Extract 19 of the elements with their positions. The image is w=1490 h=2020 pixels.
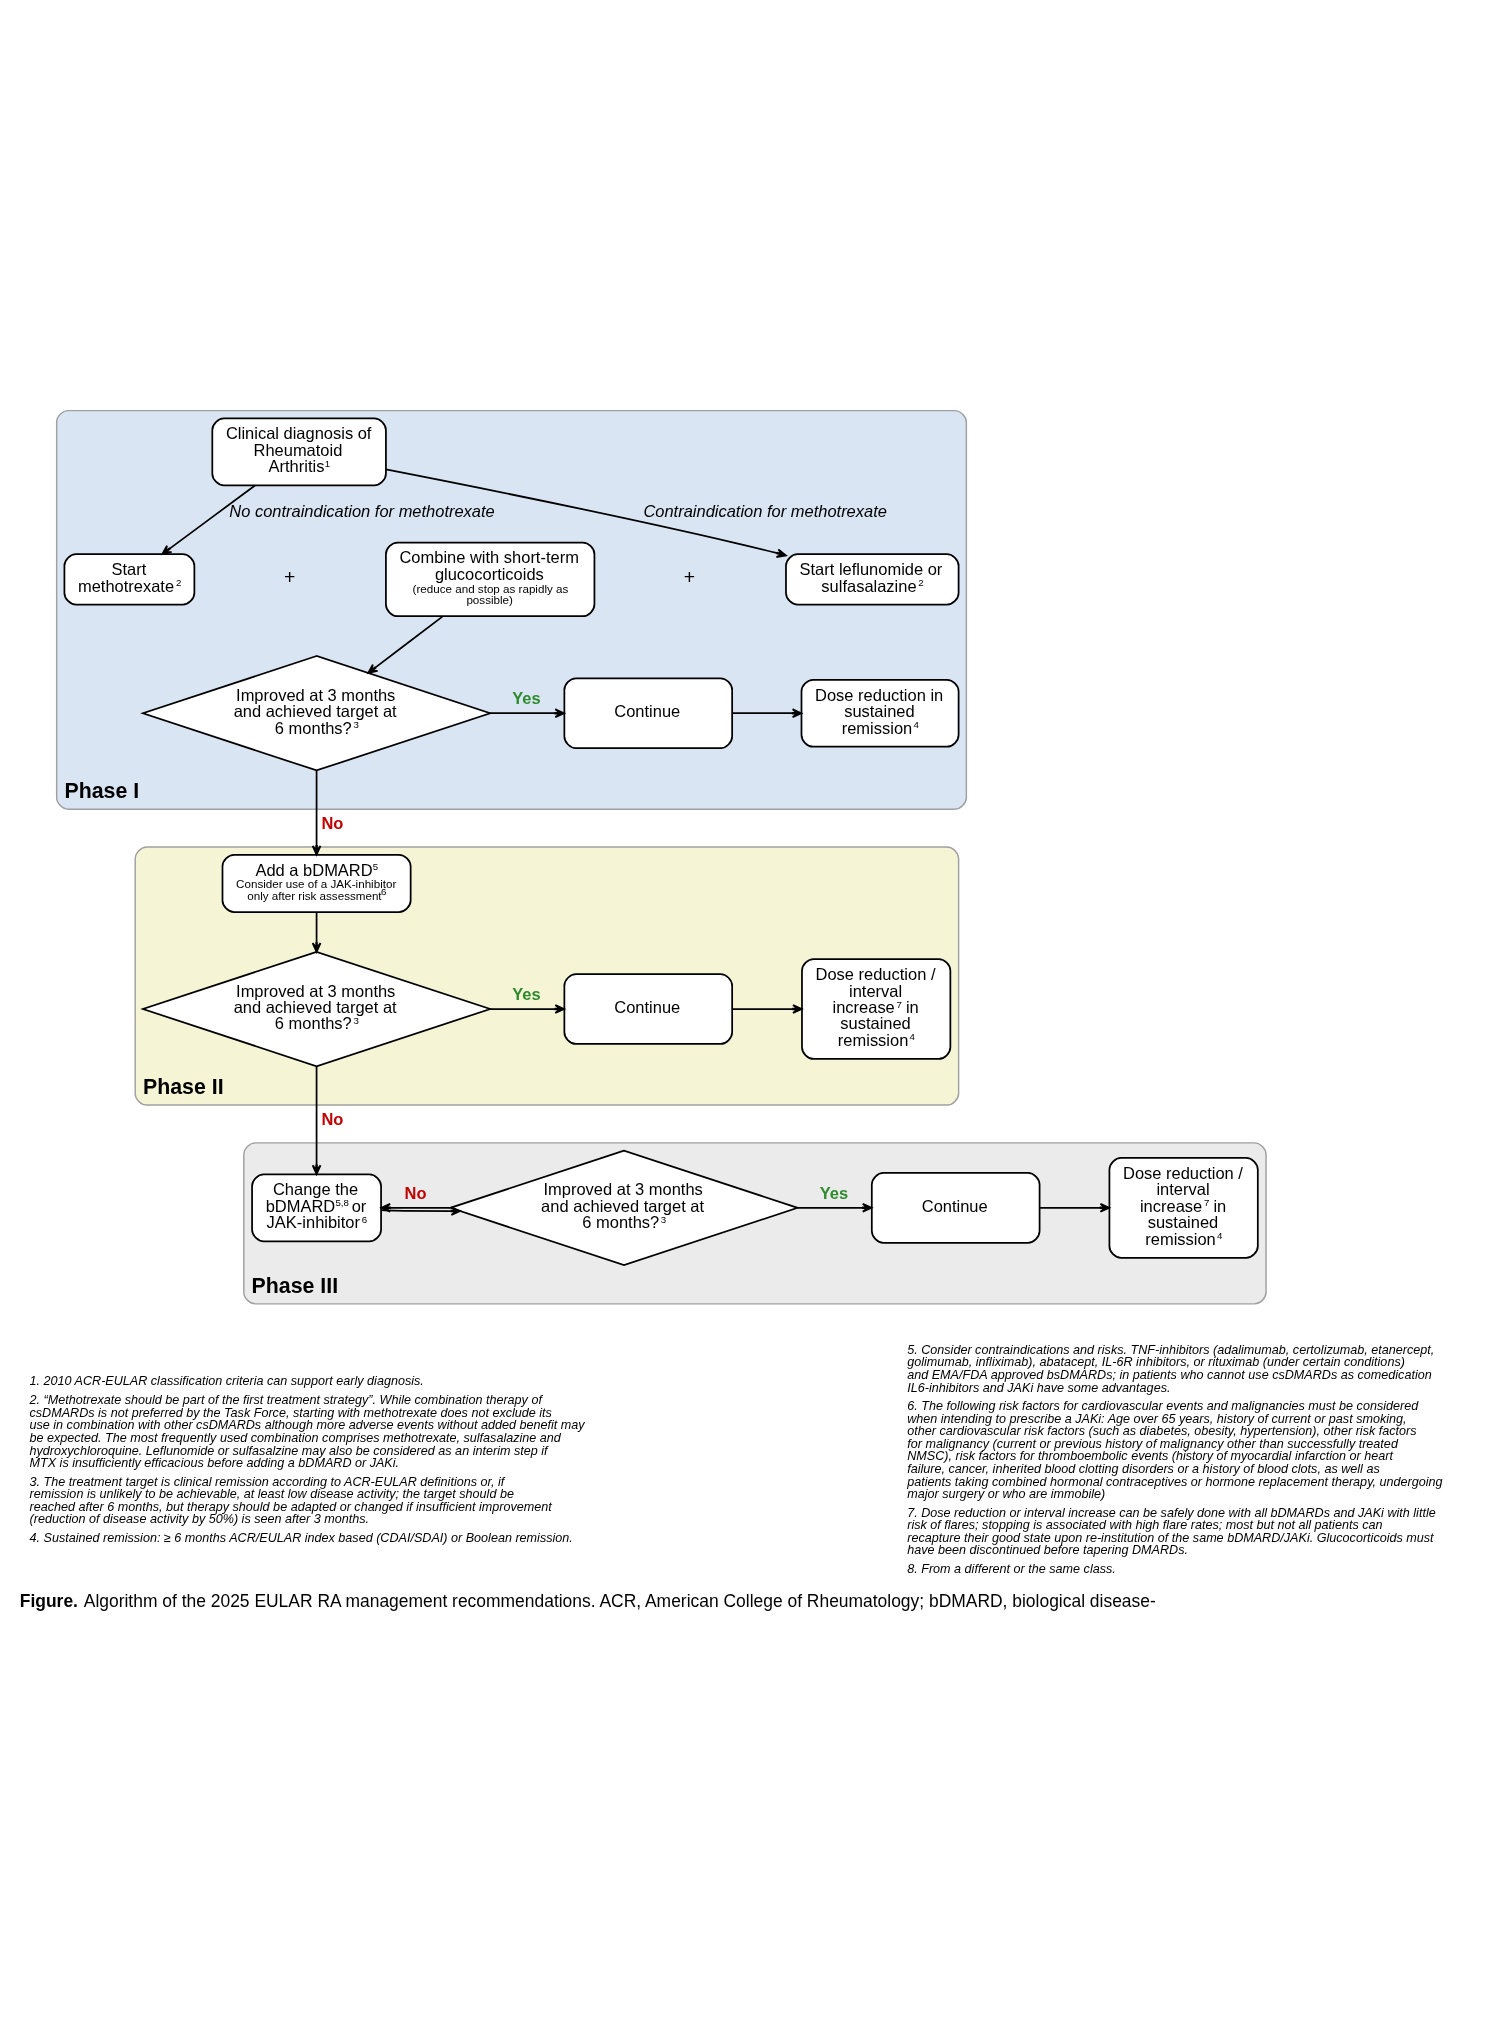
edge-label: Contraindication for methotrexate [643,501,887,520]
label: 3. The treatment target is clinical remission according to ACR-EULAR definitions or, if remission is unlikely to be achievable, at least low disease activity; the target should be reached after 6 months, but therapy should be adapted or changed if insufficient improvement (reduction of disease activity by 50%) is seen after 3 months. [29,1474,552,1527]
edge-label: No contraindication for methotrexate [229,501,495,520]
edge-label: Yes [512,689,541,708]
edge-label: No [321,814,344,833]
label: 6. The following risk factors for cardiovascular events and malignancies must be considered when intending to prescribe a JAKi: Age over 65 years, history of current or past smoking, other cardiovascular risk factors (such as diabetes, obesity, hypertension), other risk factors for malignancy (current or previous history of malignancy other than successfully treated NMSC), risk factors for thromboembolic events (history of myocardial infarction or heart failure, cancer, inherited blood clotting disorders or a history of blood clots, as well as patients taking combined hormonal contraceptives or hormone replacement therapy, undergoing major surgery or who are immobile) [907,1398,1443,1502]
label: 7. Dose reduction or interval increase can be safely done with all bDMARDs and JAKi with little risk of flares; stopping is associated with high flare rates; most but not all patients can recapture their good state upon re-institution of the same bDMARD/JAKi. Glucocorticoids must have been discontinued before tapering DMARDs. [907,1505,1436,1558]
caption: Figure. Algorithm of the 2025 EULAR RA management recommendations. ACR, American College of Rheumatology; bDMARD, biological disease- [19,1590,1156,1611]
label: 4. Sustained remission: ≥ 6 months ACR/EULAR index based (CDAI/SDAI) or Boolean remission. [29,1530,573,1545]
label: 8. From a different or the same class. [907,1561,1116,1576]
label: 5. Consider contraindications and risks. TNF-inhibitors (adalimumab, certolizumab, etanercept, golimumab, infliximab), abatacept, IL-6R inhibitors, or rituximab (under certain conditions) and EMA/FDA approved bsDMARDs; in patients who cannot use csDMARDs as comedication IL6-inhibitors and JAKi have some advantages. [907,1342,1435,1395]
edge-label: Yes [512,984,541,1003]
label: + [284,566,296,589]
label: + [683,566,695,589]
edge-label: Yes [819,1183,849,1202]
label: 2. “Methotrexate should be part of the first treatment strategy”. While combination therapy of csDMARDs is not preferred by the Task Force, starting with methotrexate does not exclude its use in combination with other csDMARDs although more adverse events without added benefit may be expected. The most frequently used combination comprises methotrexate, sulfasalazine and hydroxychloroquine. Leflunomide or sulfasalzine may also be considered as an interim step if MTX is insufficiently efficacious before adding a bDMARD or JAKi. [29,1393,585,1471]
label: 1. 2010 ACR-EULAR classification criteria can support early diagnosis. [29,1373,424,1388]
edge-label: No [404,1183,427,1202]
edge-label: No [321,1110,344,1129]
